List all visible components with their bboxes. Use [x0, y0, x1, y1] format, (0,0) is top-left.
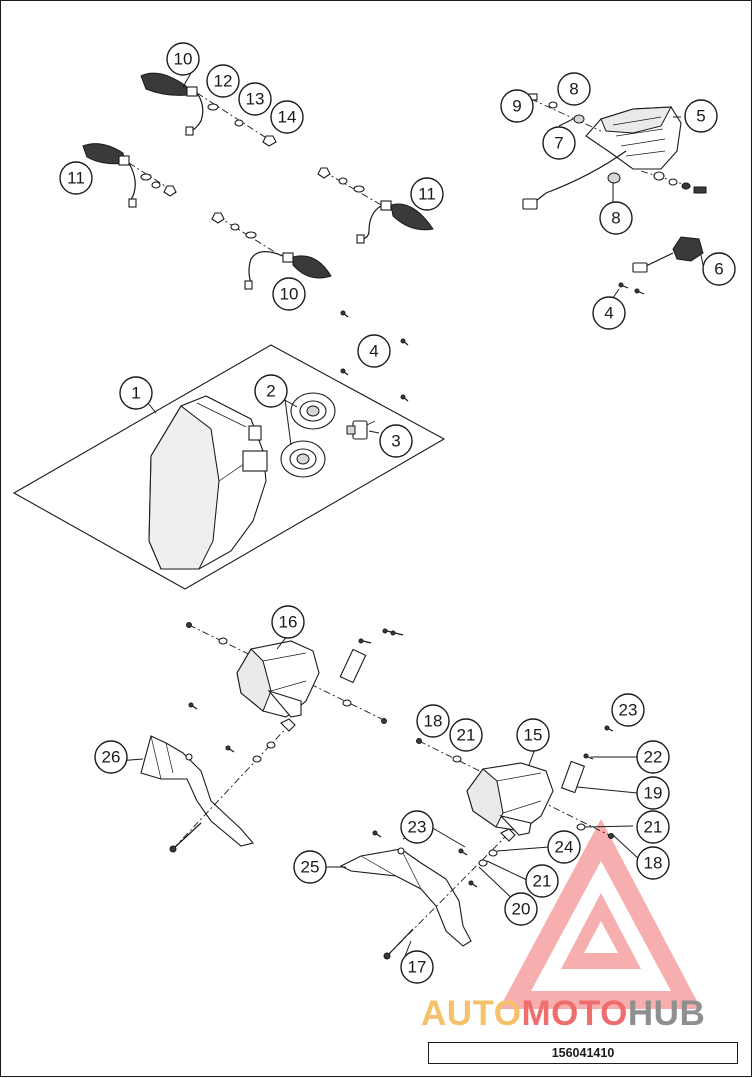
watermark-auto: AUTO: [421, 994, 522, 1033]
svg-text:8: 8: [611, 209, 620, 228]
svg-text:1: 1: [131, 384, 140, 403]
callout-3: 3: [379, 424, 413, 458]
svg-text:20: 20: [512, 900, 531, 919]
callout-6: 6: [702, 252, 736, 286]
watermark-logo: [499, 819, 701, 1009]
svg-text:13: 13: [246, 90, 265, 109]
svg-text:4: 4: [604, 304, 613, 323]
callout-21-bottom: 21: [525, 864, 559, 898]
auxiliary-light-left: [186, 622, 404, 724]
callout-23-top: 23: [611, 693, 645, 727]
callout-18-top: 18: [416, 704, 450, 738]
screws-headlight: [340, 310, 409, 402]
svg-text:6: 6: [714, 260, 723, 279]
auxiliary-light-bracket-right: [339, 828, 516, 960]
callout-9: 9: [500, 89, 534, 123]
callout-21-top: 21: [449, 718, 483, 752]
callout-4-top: 4: [357, 334, 391, 368]
callout-12: 12: [206, 64, 240, 98]
callout-16: 16: [271, 605, 305, 639]
svg-text:7: 7: [554, 134, 563, 153]
svg-text:25: 25: [301, 858, 320, 877]
auxiliary-light-bracket-left: [140, 702, 296, 853]
svg-text:21: 21: [644, 818, 663, 837]
svg-text:12: 12: [214, 72, 233, 91]
callout-10-bottom: 10: [272, 277, 306, 311]
svg-text:26: 26: [102, 748, 121, 767]
turn-signal-rear-left: [211, 212, 332, 290]
svg-text:19: 19: [644, 784, 663, 803]
svg-text:21: 21: [533, 872, 552, 891]
svg-text:18: 18: [644, 854, 663, 873]
callout-18-bottom: 18: [636, 846, 670, 880]
callout-5: 5: [684, 99, 718, 133]
callout-11-right: 11: [410, 177, 444, 211]
callout-7: 7: [542, 126, 576, 160]
svg-text:10: 10: [174, 50, 193, 69]
callout-8-top: 8: [557, 72, 591, 106]
callout-14: 14: [270, 100, 304, 134]
svg-text:9: 9: [512, 97, 521, 116]
callout-24: 24: [547, 830, 581, 864]
svg-text:10: 10: [280, 285, 299, 304]
callout-13: 13: [238, 82, 272, 116]
watermark-moto: MOTO: [521, 994, 628, 1033]
headlight-bulb-holders: [280, 392, 336, 478]
callout-23-bottom: 23: [400, 810, 434, 844]
callout-20: 20: [504, 892, 538, 926]
svg-text:21: 21: [457, 726, 476, 745]
svg-text:22: 22: [644, 748, 663, 767]
callout-26: 26: [94, 740, 128, 774]
callout-1: 1: [119, 376, 153, 410]
callout-2: 2: [254, 374, 288, 408]
headlight-housing: [148, 395, 268, 570]
svg-text:8: 8: [569, 80, 578, 99]
svg-text:16: 16: [279, 613, 298, 632]
headlight-bulb: [346, 420, 376, 440]
callout-19: 19: [636, 776, 670, 810]
svg-text:5: 5: [696, 107, 705, 126]
svg-text:11: 11: [418, 185, 436, 204]
callout-15: 15: [516, 718, 550, 752]
callout-25: 25: [293, 850, 327, 884]
watermark-wordmark: AUTOMOTOHUB: [421, 994, 751, 1036]
svg-text:23: 23: [619, 701, 638, 720]
svg-text:3: 3: [391, 432, 400, 451]
svg-text:4: 4: [369, 342, 378, 361]
svg-text:23: 23: [408, 818, 427, 837]
svg-text:11: 11: [67, 169, 85, 188]
svg-text:2: 2: [266, 382, 275, 401]
callout-17: 17: [400, 950, 434, 984]
svg-text:18: 18: [424, 712, 443, 731]
svg-text:15: 15: [524, 726, 543, 745]
license-plate-light: [618, 236, 704, 295]
auxiliary-light-right: [416, 725, 614, 839]
svg-text:17: 17: [408, 958, 427, 977]
callout-10-top: 10: [166, 42, 200, 76]
document-code: 156041410: [428, 1042, 738, 1064]
watermark-hub: HUB: [627, 994, 706, 1033]
turn-signal-front-left: [140, 72, 277, 147]
svg-text:24: 24: [555, 838, 574, 857]
callout-22: 22: [636, 740, 670, 774]
callout-11-left: 11: [59, 161, 93, 195]
license-plate-bracket: [522, 106, 707, 210]
callout-4-plate: 4: [592, 296, 626, 330]
svg-text:14: 14: [278, 108, 297, 127]
callout-21-right: 21: [636, 810, 670, 844]
turn-signal-front-right: [82, 143, 177, 208]
callout-8-bottom: 8: [599, 201, 633, 235]
turn-signal-rear-right: [317, 167, 434, 244]
